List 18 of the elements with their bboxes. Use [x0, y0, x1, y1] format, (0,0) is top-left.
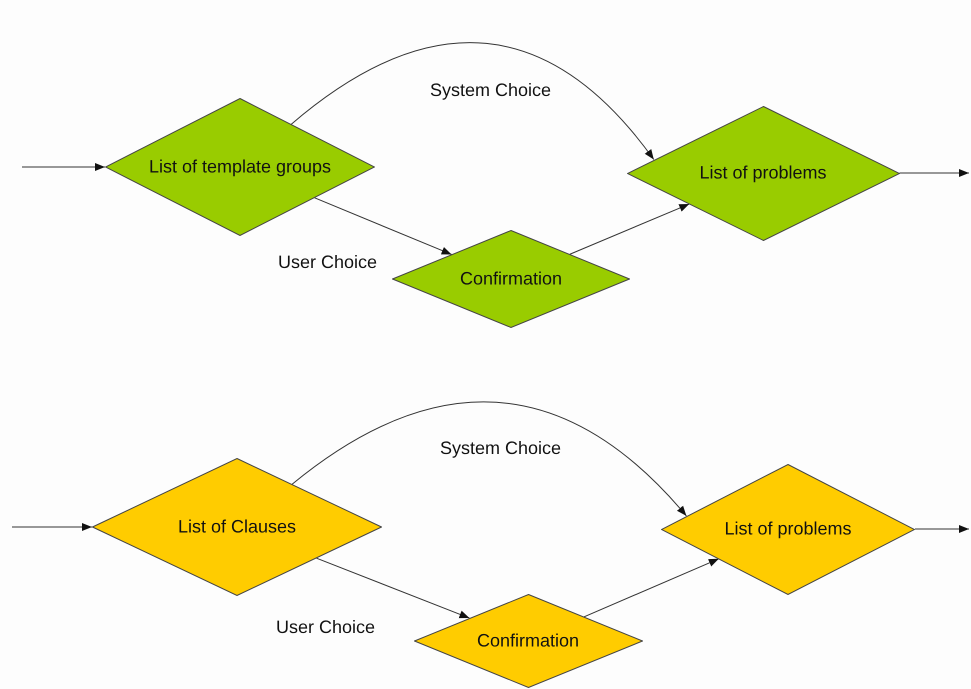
- arrow: [914, 525, 970, 533]
- connector-arrow: [314, 197, 452, 255]
- node-label: List of problems: [699, 162, 827, 184]
- node-label: Confirmation: [476, 630, 580, 652]
- connector-arrow: [569, 204, 690, 255]
- node-label: List of template groups: [148, 156, 332, 178]
- connector-arrow: [316, 558, 470, 619]
- node-label: Confirmation: [460, 268, 562, 290]
- arrow: [22, 163, 106, 171]
- connector-arrow: [290, 42, 654, 160]
- connector-arrow: [583, 558, 720, 618]
- node-label: List of Clauses: [178, 516, 296, 538]
- edge-label: System Choice: [438, 438, 564, 459]
- connector-arrow: [292, 402, 687, 516]
- arrow: [899, 169, 970, 177]
- arrow: [12, 523, 92, 531]
- node-label: List of problems: [724, 518, 852, 540]
- edge-label: System Choice: [428, 80, 554, 101]
